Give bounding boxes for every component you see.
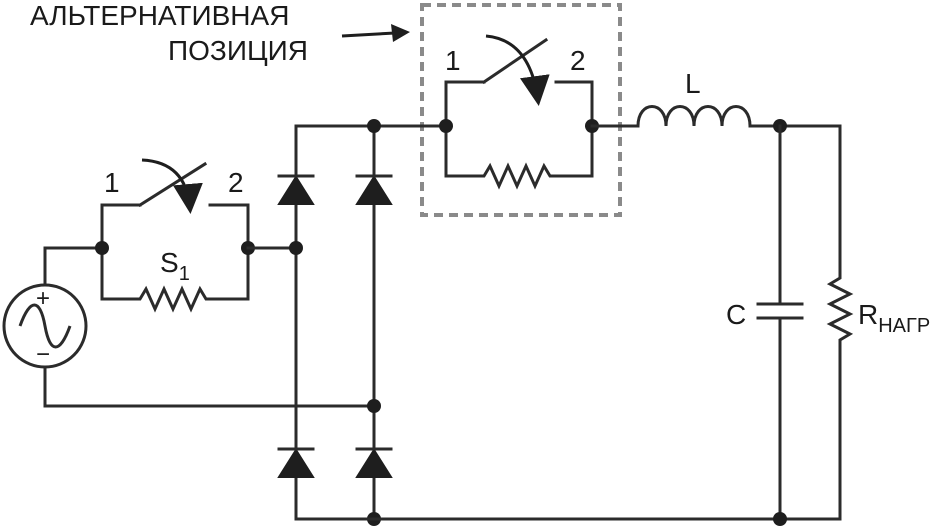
capacitor-label: C <box>726 299 746 330</box>
s1-name-label: S1 <box>160 247 190 285</box>
source-plus-label: + <box>36 285 50 312</box>
wire-source-top <box>43 246 104 287</box>
s1-pos2-label: 2 <box>228 167 244 198</box>
s1-blade <box>137 161 208 208</box>
alt-right-contact <box>554 80 594 128</box>
diode-upper-left <box>277 174 315 205</box>
s1-pos1-label: 1 <box>104 167 120 198</box>
s1-resistor-branch <box>100 246 250 313</box>
load-resistor <box>826 124 854 521</box>
annotation-arrowhead <box>391 24 410 42</box>
node-bridge-top <box>367 119 381 133</box>
alt-blade <box>481 37 549 85</box>
source-minus-label: − <box>36 341 50 368</box>
node-alt-left <box>439 119 453 133</box>
alt-resistor-branch <box>444 124 594 190</box>
diode-lower-left <box>277 447 315 478</box>
node-output-bottom <box>773 512 787 526</box>
alternative-position-box <box>420 3 622 217</box>
inductor-label: L <box>685 68 701 99</box>
node-s1-left <box>95 241 109 255</box>
ac-source: + − <box>2 283 88 369</box>
wire-source-bottom <box>43 365 376 408</box>
diode-lower-right <box>355 447 393 478</box>
load-label: RНАГР <box>858 299 930 337</box>
alt-rotation-arrow <box>485 34 550 106</box>
alt-pos2-label: 2 <box>570 45 586 76</box>
annotation-line1: АЛЬТЕРНАТИВНАЯ <box>30 0 289 31</box>
s1-left-rail <box>100 203 142 250</box>
diode-upper-right <box>355 174 393 205</box>
node-bridge-ac-left <box>289 241 303 255</box>
alt-left-rail <box>444 80 486 128</box>
s1-right-contact <box>208 203 250 250</box>
annotation-arrow <box>341 31 396 38</box>
s1-rotation-arrow <box>141 158 203 214</box>
node-bridge-ac-right <box>367 399 381 413</box>
alt-pos1-label: 1 <box>445 45 461 76</box>
annotation-line2: ПОЗИЦИЯ <box>168 35 308 66</box>
inductor-coil <box>636 105 752 128</box>
